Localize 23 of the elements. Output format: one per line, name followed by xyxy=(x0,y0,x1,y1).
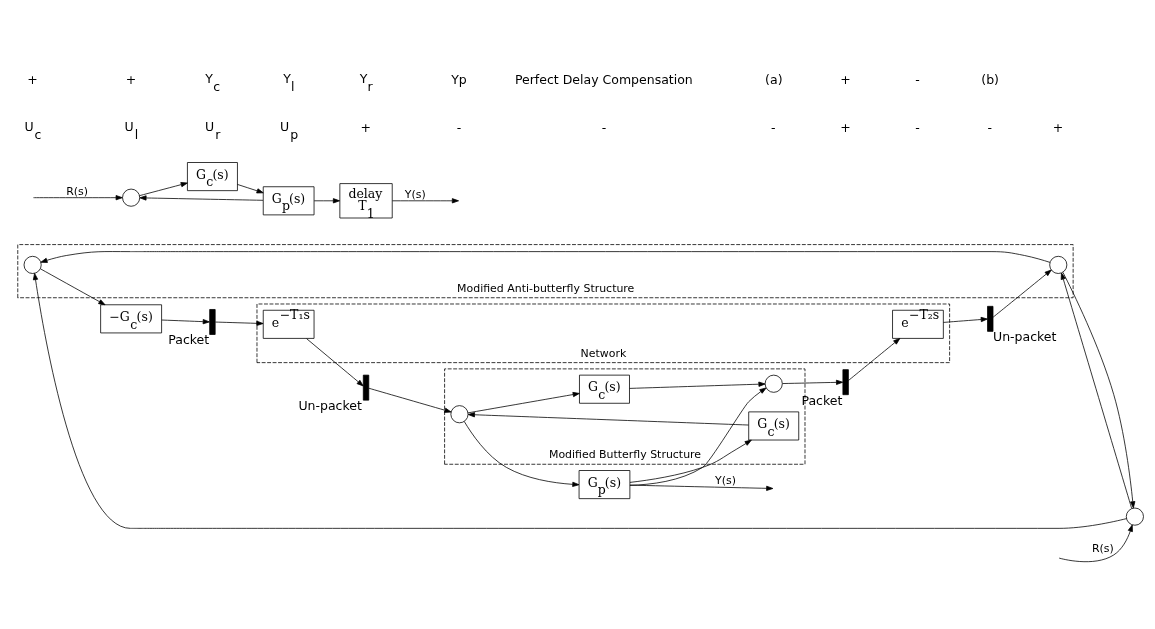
label: (b) xyxy=(981,72,999,88)
edge-label: R(s) xyxy=(1091,541,1114,555)
label: + xyxy=(840,119,851,135)
node-label: Un-packet xyxy=(993,329,1057,345)
label: + xyxy=(360,119,372,135)
label: - xyxy=(915,119,920,135)
node-label: Packet xyxy=(168,332,210,348)
node-label: Un-packet xyxy=(298,398,362,414)
label: (a) xyxy=(765,72,783,88)
label: - xyxy=(987,119,993,135)
label: Perfect Delay Compensation xyxy=(514,72,693,88)
label: - xyxy=(456,119,462,135)
label: - xyxy=(601,119,607,135)
label: + xyxy=(125,72,137,88)
edge-label: Y(s) xyxy=(404,187,426,201)
edge-label: R(s) xyxy=(66,184,89,198)
label: - xyxy=(915,72,920,88)
edge-label: Y(s) xyxy=(715,473,737,487)
label: Yp xyxy=(451,72,467,88)
label: + xyxy=(840,72,851,88)
label: + xyxy=(27,72,38,88)
label: + xyxy=(1052,119,1064,135)
label: - xyxy=(770,119,776,135)
